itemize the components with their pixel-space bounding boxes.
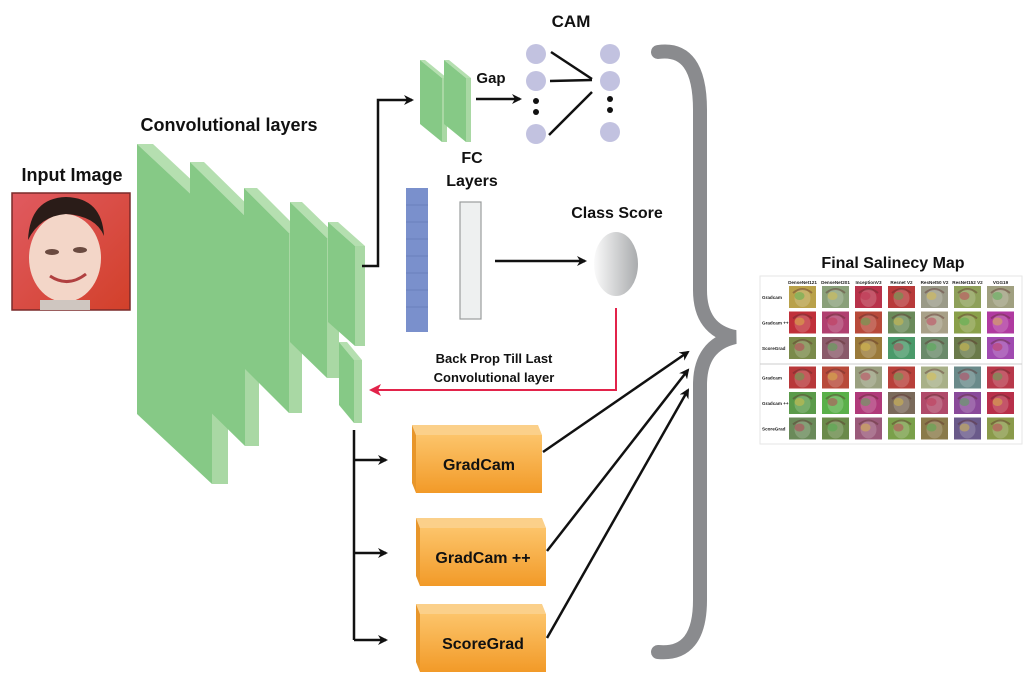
saliency-cell <box>987 337 1014 359</box>
input-image-label: Input Image <box>21 165 122 185</box>
method-block-gradcam: GradCam <box>412 425 542 493</box>
final-map-label: Final Salinecy Map <box>821 255 964 272</box>
saliency-column-header: VGG19 <box>993 280 1009 285</box>
saliency-cell <box>789 337 816 359</box>
saliency-cell <box>822 286 849 308</box>
saliency-cell <box>855 286 882 308</box>
saliency-cell <box>987 366 1014 389</box>
cam-conv-blocks <box>420 60 471 142</box>
fc-layer-blue <box>406 188 428 332</box>
saliency-cell <box>789 366 816 389</box>
saliency-cell <box>789 392 816 414</box>
saliency-cell <box>954 392 981 414</box>
cam-network <box>526 44 620 144</box>
saliency-cell <box>789 286 816 308</box>
saliency-cell <box>855 337 882 359</box>
method-block-gradcam: GradCam ++ <box>416 518 546 586</box>
saliency-cell <box>888 366 915 389</box>
cam-conv-block-1 <box>420 60 447 142</box>
backprop-label-line1: Back Prop Till Last <box>436 351 553 366</box>
saliency-cell <box>888 286 915 308</box>
convolutional-layers <box>137 144 365 484</box>
cam-node <box>600 71 620 91</box>
saliency-row-label: Gradcam ++ <box>762 401 789 406</box>
saliency-column-header: ResNet50 V2 <box>921 280 949 285</box>
backprop-arrow <box>369 308 617 396</box>
saliency-column-header: ResNet152 V2 <box>952 280 983 285</box>
saliency-row-label: ScoreGrad <box>762 346 786 351</box>
saliency-cell <box>921 366 948 389</box>
saliency-cell <box>888 337 915 359</box>
saliency-grid: DenseNet121 DenseNet201 InceptionV3 Resnet … <box>759 275 1023 445</box>
fc-layer-gray <box>459 201 482 320</box>
saliency-cell <box>987 311 1014 334</box>
saliency-cell <box>921 417 948 440</box>
fc-label-line1: FC <box>461 150 483 167</box>
saliency-cell <box>789 311 816 334</box>
saliency-row-label: ScoreGrad <box>762 427 786 432</box>
curly-brace <box>651 44 737 660</box>
conv-layers-label: Convolutional layers <box>140 115 317 135</box>
saliency-cell <box>855 366 882 389</box>
saliency-column-header: DenseNet121 <box>788 280 817 285</box>
saliency-cell <box>921 286 948 308</box>
saliency-cell <box>987 392 1014 414</box>
saliency-cell <box>921 311 948 334</box>
saliency-cell <box>921 337 948 359</box>
saliency-cell <box>822 337 849 359</box>
saliency-cell <box>789 417 816 440</box>
method-label: GradCam ++ <box>435 550 530 567</box>
saliency-cell <box>954 417 981 440</box>
class-score-node <box>594 232 638 296</box>
cam-node <box>526 44 546 64</box>
gap-label: Gap <box>476 70 505 87</box>
saliency-row-label: Gradcam <box>762 376 782 381</box>
saliency-cell <box>921 392 948 414</box>
saliency-cell <box>888 311 915 334</box>
cam-conv-block-2 <box>444 60 471 142</box>
saliency-cell <box>822 392 849 414</box>
saliency-cell <box>888 417 915 440</box>
method-label: GradCam <box>443 457 515 474</box>
method-label: ScoreGrad <box>442 636 524 653</box>
input-image <box>11 192 131 311</box>
conv-to-cam-arrow <box>362 95 414 268</box>
saliency-cell <box>954 366 981 389</box>
saliency-row-label: Gradcam <box>762 295 782 300</box>
saliency-row-label: Gradcam ++ <box>762 321 789 326</box>
cam-node <box>526 71 546 91</box>
saliency-cell <box>954 286 981 308</box>
cam-label: CAM <box>552 12 591 31</box>
class-score-label: Class Score <box>571 205 663 222</box>
saliency-cell <box>822 311 849 334</box>
conv-layer-5 <box>328 222 365 346</box>
cam-node <box>600 122 620 142</box>
backprop-label-line2: Convolutional layer <box>434 370 555 385</box>
saliency-column-header: DenseNet201 <box>821 280 850 285</box>
saliency-cell <box>822 366 849 389</box>
saliency-cell <box>888 392 915 414</box>
saliency-column-header: InceptionV3 <box>855 280 881 285</box>
saliency-cell <box>822 417 849 440</box>
saliency-cell <box>954 337 981 359</box>
last-conv-layer <box>339 342 362 423</box>
cam-node <box>600 44 620 64</box>
saliency-column-header: Resnet V2 <box>890 280 913 285</box>
method-block-scoregrad: ScoreGrad <box>416 604 546 672</box>
saliency-cell <box>987 286 1014 308</box>
saliency-cell <box>987 417 1014 440</box>
fc-label-line2: Layers <box>446 173 498 190</box>
saliency-cell <box>954 311 981 334</box>
method-branch-lines <box>352 430 388 645</box>
method-to-brace-arrows <box>542 350 690 639</box>
saliency-cell <box>855 392 882 414</box>
saliency-cell <box>855 311 882 334</box>
saliency-cell <box>855 417 882 440</box>
cam-node <box>526 124 546 144</box>
